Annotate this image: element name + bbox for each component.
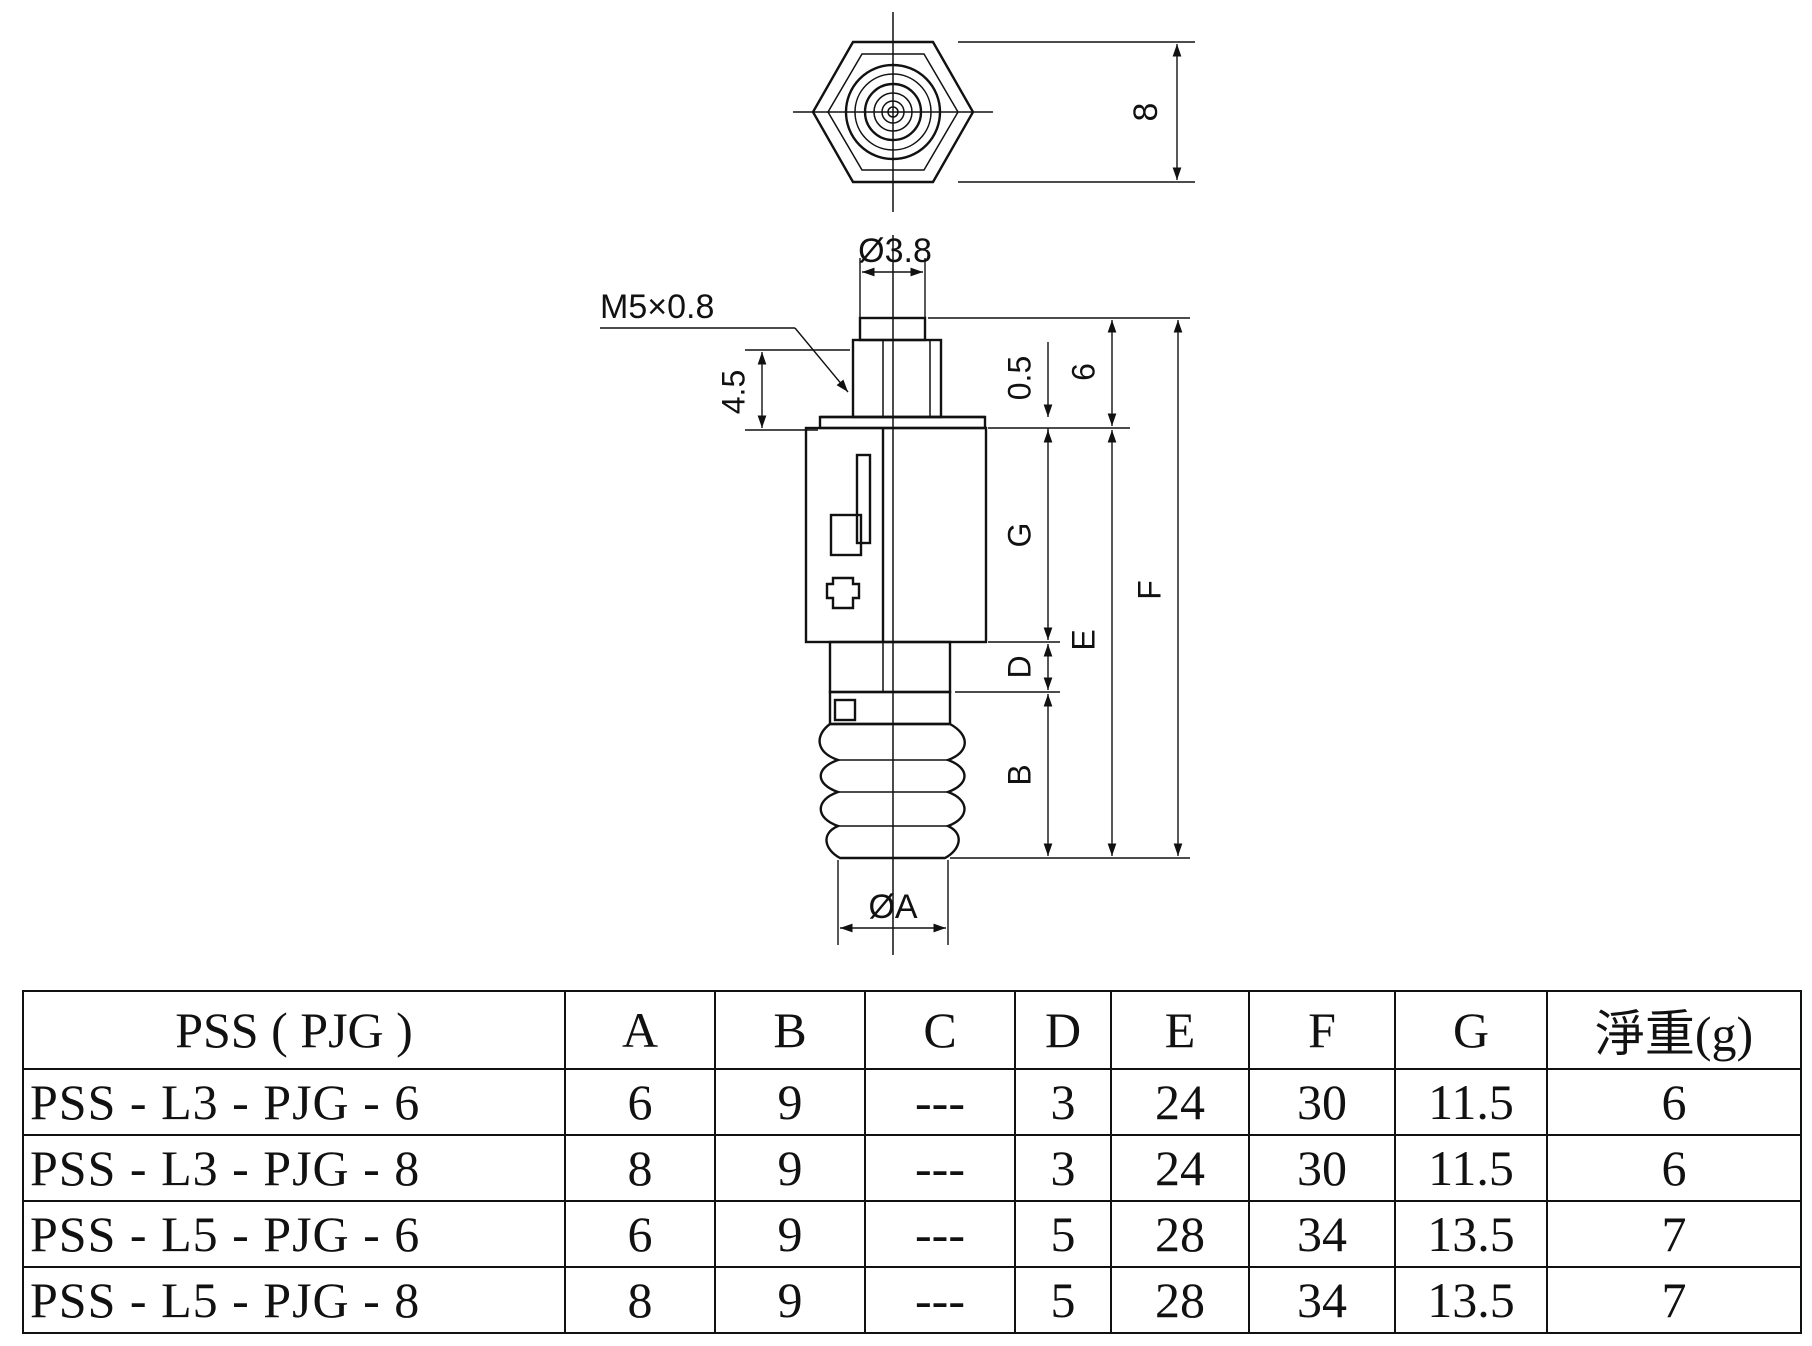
top-view: 8 — [793, 12, 1195, 212]
header-f: F — [1248, 990, 1396, 1070]
cell-model: PSS - L3 - PJG - 6 — [22, 1068, 566, 1136]
cell-e: 28 — [1110, 1200, 1250, 1268]
header-e: E — [1110, 990, 1250, 1070]
spring-clip — [855, 453, 872, 545]
hex-nut-chamfer — [827, 53, 959, 171]
flange — [818, 415, 987, 430]
cell-f: 30 — [1248, 1068, 1396, 1136]
header-b: B — [714, 990, 866, 1070]
cell-c: --- — [864, 1068, 1016, 1136]
pad-inner-ring — [863, 82, 923, 142]
cell-f: 34 — [1248, 1266, 1396, 1334]
header-d: D — [1014, 990, 1112, 1070]
bore-ring — [881, 100, 905, 124]
cell-d: 5 — [1014, 1200, 1112, 1268]
hex-width-label: 8 — [1127, 103, 1165, 122]
header-weight: 淨重(g) — [1546, 990, 1802, 1070]
pad-notch — [833, 698, 857, 722]
cell-c: --- — [864, 1134, 1016, 1202]
side-view: Ø3.8 M5×0.8 4.5 0.5 6 G D B E — [600, 232, 1190, 955]
cell-model: PSS - L5 - PJG - 6 — [22, 1200, 566, 1268]
pad-dia-label: ØA — [868, 888, 917, 926]
tube-dia-label: Ø3.8 — [858, 232, 932, 270]
spec-table: PSS ( PJG ) A B C D E F G 淨重(g) PSS - L3… — [22, 990, 1802, 1334]
header-model: PSS ( PJG ) — [22, 990, 566, 1070]
cell-d: 5 — [1014, 1266, 1112, 1334]
header-g: G — [1394, 990, 1548, 1070]
top-len-label: 6 — [1065, 363, 1101, 381]
cell-weight: 6 — [1546, 1068, 1802, 1136]
cell-d: 3 — [1014, 1068, 1112, 1136]
header-a: A — [564, 990, 716, 1070]
cell-g: 13.5 — [1394, 1200, 1548, 1268]
f-label: F — [1131, 580, 1167, 600]
header-c: C — [864, 990, 1016, 1070]
cell-e: 24 — [1110, 1068, 1250, 1136]
cell-weight: 7 — [1546, 1266, 1802, 1334]
bore-center — [887, 106, 899, 118]
hex-nut-outline — [811, 40, 975, 184]
cell-d: 3 — [1014, 1134, 1112, 1202]
cell-a: 8 — [564, 1134, 716, 1202]
cell-a: 6 — [564, 1200, 716, 1268]
technical-drawing: 8 Ø3.8 M5×0.8 — [600, 12, 1195, 955]
pad-outer-ring — [844, 63, 942, 161]
cell-g: 13.5 — [1394, 1266, 1548, 1334]
cell-model: PSS - L3 - PJG - 8 — [22, 1134, 566, 1202]
cell-f: 34 — [1248, 1200, 1396, 1268]
cell-c: --- — [864, 1266, 1016, 1334]
cell-g: 11.5 — [1394, 1134, 1548, 1202]
b-label: B — [1001, 764, 1037, 785]
table-row: PSS - L3 - PJG - 6 6 9 --- 3 24 30 11.5 … — [22, 1068, 1802, 1136]
cell-g: 11.5 — [1394, 1068, 1548, 1136]
cell-b: 9 — [714, 1068, 866, 1136]
cell-c: --- — [864, 1200, 1016, 1268]
cell-weight: 7 — [1546, 1200, 1802, 1268]
thread-len-label: 4.5 — [715, 370, 751, 414]
g-label: G — [1001, 523, 1037, 548]
cell-a: 6 — [564, 1068, 716, 1136]
tube-ring — [873, 92, 913, 132]
e-label: E — [1065, 629, 1101, 650]
plunger-rod — [828, 640, 952, 694]
inner-detail-1 — [829, 513, 863, 557]
d-label: D — [1001, 655, 1037, 678]
cell-f: 30 — [1248, 1134, 1396, 1202]
table-row: PSS - L3 - PJG - 8 8 9 --- 3 24 30 11.5 … — [22, 1134, 1802, 1202]
cell-a: 8 — [564, 1266, 716, 1334]
cell-b: 9 — [714, 1266, 866, 1334]
pad-middle-ring — [854, 73, 932, 151]
table-row: PSS - L5 - PJG - 8 8 9 --- 5 28 34 13.5 … — [22, 1266, 1802, 1334]
cell-b: 9 — [714, 1134, 866, 1202]
table-header-row: PSS ( PJG ) A B C D E F G 淨重(g) — [22, 990, 1802, 1070]
cell-e: 28 — [1110, 1266, 1250, 1334]
cell-b: 9 — [714, 1200, 866, 1268]
flange-label: 0.5 — [1001, 356, 1037, 400]
seal-ring — [825, 576, 861, 610]
cell-weight: 6 — [1546, 1134, 1802, 1202]
bellows-pad — [818, 722, 966, 860]
threaded-stem — [851, 338, 943, 419]
thread-label: M5×0.8 — [600, 288, 714, 326]
thread-leader-arrow — [794, 327, 849, 393]
cell-e: 24 — [1110, 1134, 1250, 1202]
cell-model: PSS - L5 - PJG - 8 — [22, 1266, 566, 1334]
table-row: PSS - L5 - PJG - 6 6 9 --- 5 28 34 13.5 … — [22, 1200, 1802, 1268]
hex-body — [804, 426, 988, 644]
